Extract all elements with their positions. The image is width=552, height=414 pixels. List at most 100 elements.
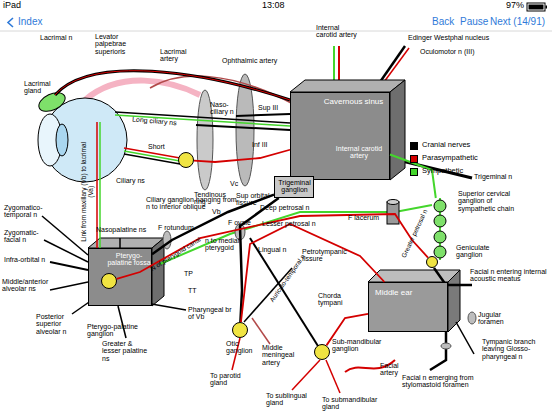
anatomy-label: Edinger Westphal nucleus xyxy=(408,34,508,41)
submandibular-ganglion-outline xyxy=(314,344,330,360)
anatomy-label: F ovale xyxy=(228,219,258,226)
back-chevron xyxy=(8,18,13,27)
palatine-branch xyxy=(118,306,126,338)
anatomy-label: To sublingual gland xyxy=(266,392,308,407)
box-side-face xyxy=(390,80,405,180)
node-label: Sub-mandibular ganglion xyxy=(332,338,382,353)
legend-swatch xyxy=(410,168,418,176)
anatomy-label: Zygomatic-facial n xyxy=(4,229,46,244)
node-label: Ciliary ganglion hanging from n to infer… xyxy=(146,196,238,211)
nerve-connector xyxy=(240,198,279,322)
anatomy-label: Sup III xyxy=(258,104,288,111)
anatomy-label: Naso-ciliary n xyxy=(210,101,240,116)
sympathetic-chain-outline xyxy=(432,198,448,260)
nasopalatine-branch xyxy=(119,238,121,248)
infraorbital-branch xyxy=(50,262,88,270)
node-label: Middle ear xyxy=(375,289,425,297)
anatomy-label: To parotid gland xyxy=(210,372,250,387)
toolbar-text: Next (14/91) xyxy=(490,17,552,28)
nerve-connector xyxy=(326,314,368,345)
legend-swatch xyxy=(410,142,418,150)
box-side-face xyxy=(448,270,460,332)
legend-text: Parasympathetic xyxy=(422,154,478,162)
anatomy-label: Zygomatico-temporal n xyxy=(4,204,50,219)
pterygopalatine-fossa-box: Pterygo-palatine fossaPterygo-palatine g… xyxy=(88,248,152,306)
toolbar-text: 13:08 xyxy=(262,1,296,10)
sublingual-branch xyxy=(292,360,320,390)
jugular-foramen xyxy=(468,312,476,324)
nerve-connector xyxy=(194,150,290,162)
box-top-face xyxy=(368,270,460,282)
chain-ganglion xyxy=(434,231,446,243)
levator-muscle xyxy=(85,81,200,100)
superior-orbital-fissure xyxy=(236,74,254,186)
superior-division-iii xyxy=(236,114,290,116)
short-ciliary-nerve xyxy=(124,154,180,164)
toolbar-text: iPad xyxy=(3,1,33,10)
anatomy-label: Levator palpebrae superioris xyxy=(95,33,151,55)
carotid-sympathetic xyxy=(333,46,335,82)
anatomy-label: Vb xyxy=(212,208,226,215)
oculomotor-nerve xyxy=(380,46,405,82)
sympathetic-chain: Superior cervical ganglion of sympatheti… xyxy=(432,198,448,260)
anatomy-label: TP xyxy=(184,270,198,277)
submandibular-branch xyxy=(326,360,340,393)
pterygopalatine-ganglion-outline xyxy=(101,273,117,289)
anatomy-label: F rotundum xyxy=(158,224,198,231)
nerve-connector xyxy=(241,224,385,322)
anatomy-label: Lacrimal artery xyxy=(160,48,196,63)
anatomy-label: Lingual n xyxy=(258,246,294,253)
anatomy-label: Infra-orbital n xyxy=(4,256,50,263)
anatomy-label: Lacrimal n xyxy=(40,34,90,41)
anatomy-label: Facial n entering internal acoustic meat… xyxy=(470,268,548,283)
otic-ganglion-outline xyxy=(232,322,248,338)
anatomy-label: Jugular foramen xyxy=(478,311,528,326)
anatomy-label: Trigeminal n xyxy=(474,173,524,180)
otic-ganglion: Otic ganglion xyxy=(232,322,248,338)
box-top-face xyxy=(290,80,405,92)
toolbar-text: Index xyxy=(18,17,58,28)
anatomy-label: Lesser petrosal n xyxy=(262,220,322,227)
legend-text: Cranial nerves xyxy=(422,141,470,149)
internal-carotid-artery xyxy=(338,46,340,82)
trigeminal-ganglion: Trigeminal ganglion xyxy=(274,176,314,198)
node-label: Pterygo-palatine ganglion xyxy=(87,323,139,338)
zygomaticofacial-branch xyxy=(44,240,88,262)
node-label: Pterygo-palatine fossa xyxy=(107,252,151,267)
anatomy-label: Greater & lesser palatine ns xyxy=(102,340,152,362)
anatomy-label: n to medial pterygoid xyxy=(205,237,249,252)
tympanic-branch xyxy=(456,322,474,354)
anatomy-label: Lacrimal gland xyxy=(24,80,60,95)
toolbar-text: Back xyxy=(432,17,460,28)
anatomy-label: Petrotympanic fissure xyxy=(302,248,344,263)
node-label: Superior cervical ganglion of sympatheti… xyxy=(458,190,520,212)
middle-ear-box: Middle ear xyxy=(368,282,448,332)
anatomy-label: F lacerum xyxy=(348,214,384,221)
anatomy-label: Inf III xyxy=(252,141,282,148)
toolbar-text: Pause xyxy=(460,17,492,28)
anatomy-label: Nasopalatine ns xyxy=(96,226,156,233)
foramen-lacerum xyxy=(387,202,399,224)
node-label: Geniculate ganglion xyxy=(456,244,516,259)
submandibular-ganglion: Sub-mandibular ganglion xyxy=(314,344,330,360)
anatomy-label: Ophthalmic artery xyxy=(222,57,302,64)
battery-icon xyxy=(527,3,545,11)
anatomy-label: Facial n emerging from stylomastoid fora… xyxy=(402,374,474,389)
lacrimal-nerve xyxy=(55,71,290,100)
geniculate-ganglion-outline xyxy=(426,256,438,268)
anatomy-label: TT xyxy=(188,287,202,294)
foramen-lacerum-top xyxy=(387,200,399,205)
battery-level xyxy=(529,5,544,10)
chain-ganglion xyxy=(434,200,446,212)
anatomy-label: Deep petrosal n xyxy=(260,204,320,211)
ganglion-circle xyxy=(102,274,117,289)
anatomy-label: To submandibular gland xyxy=(322,396,384,411)
legend-swatch xyxy=(410,155,418,163)
battery-tip xyxy=(546,6,548,9)
ganglion-circle xyxy=(427,257,438,268)
node-label: Trigeminal ganglion xyxy=(276,179,313,194)
node-label: Internal carotid artery xyxy=(331,145,387,160)
anatomy-label: Pharyngeal br of Vb xyxy=(188,306,232,321)
anatomy-label: Ciliary ns xyxy=(116,177,156,184)
